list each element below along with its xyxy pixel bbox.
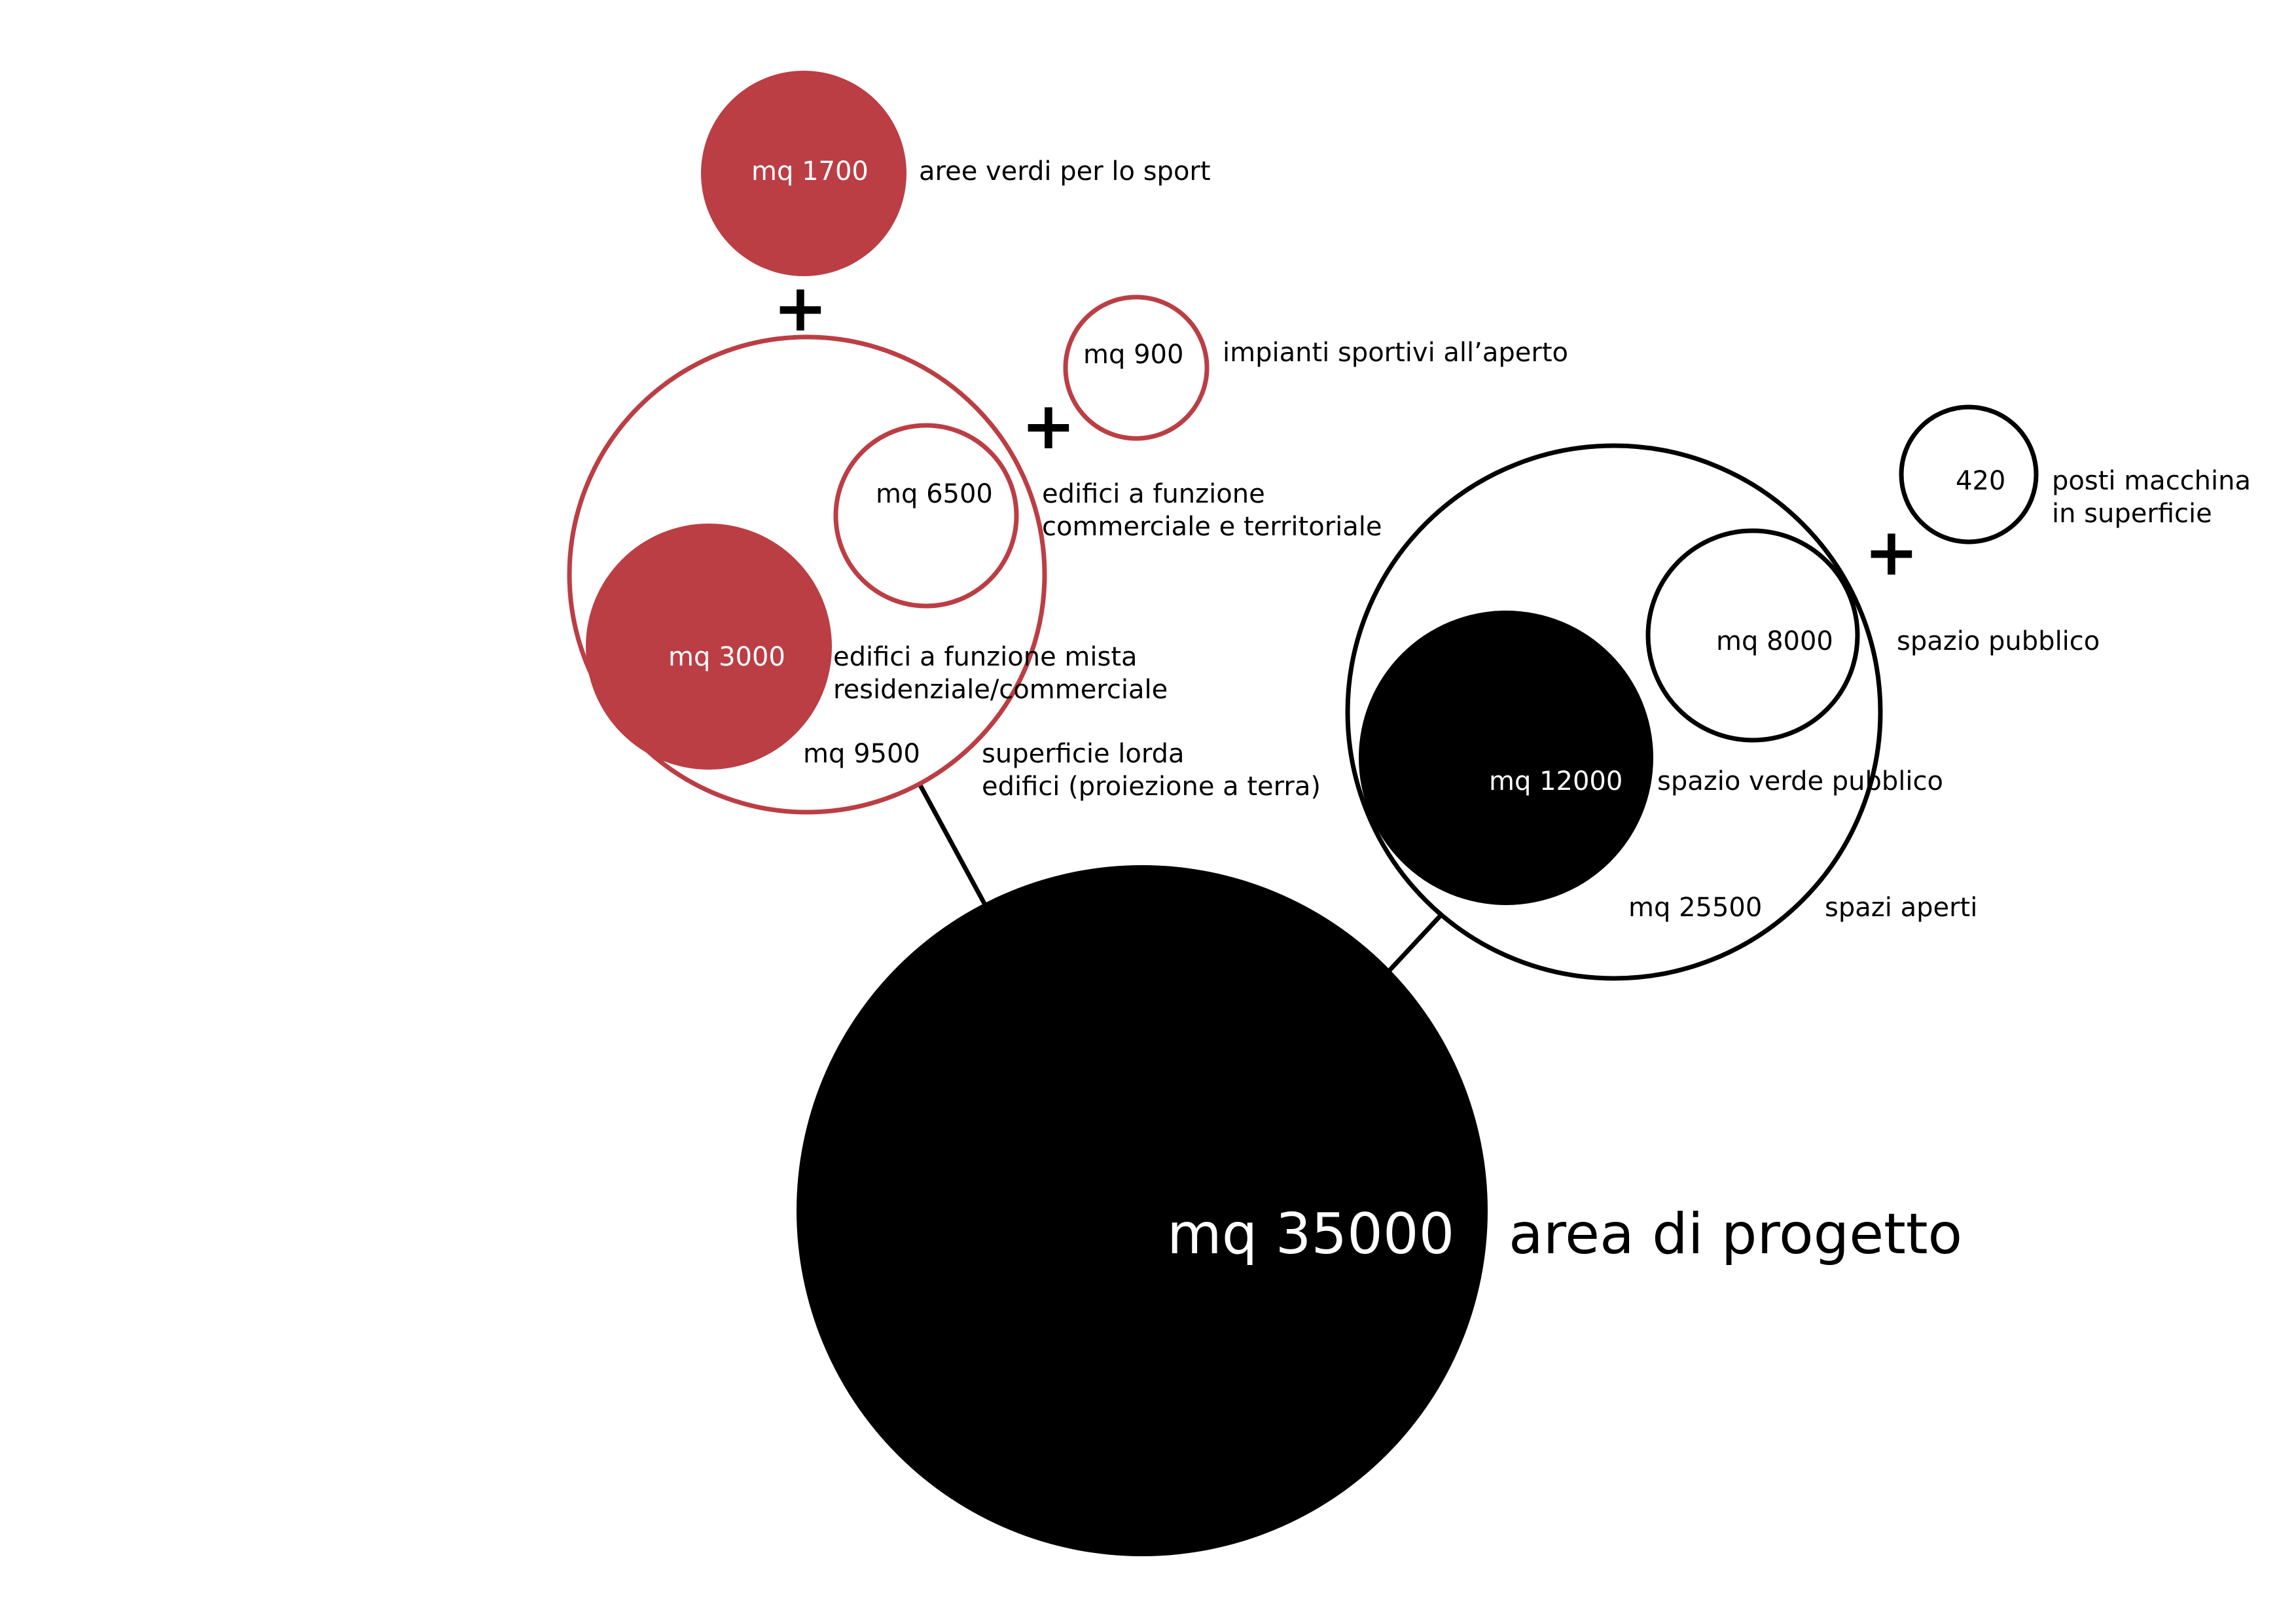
public-green-value: mq 12000 [1489, 766, 1623, 796]
circle-mixed-use [586, 524, 832, 770]
public-space-label: spazio pubblico [1897, 626, 2100, 656]
open-spaces-value: mq 25500 [1628, 893, 1762, 923]
project-area-label: area di progetto [1509, 1202, 1962, 1267]
project-area-value: mq 35000 [1167, 1202, 1454, 1267]
circle-project-area [797, 865, 1488, 1556]
sport-green-label: aree verdi per lo sport [919, 156, 1211, 187]
plus-sign-outdoor: + [1021, 387, 1076, 464]
public-space-value: mq 8000 [1716, 626, 1833, 656]
plus-sign-parking: + [1864, 514, 1919, 590]
commercial-value: mq 6500 [876, 479, 993, 509]
connector-built [917, 783, 990, 910]
plus-sign-sport: + [773, 270, 828, 346]
commercial-label-1: edifici a funzione [1042, 479, 1265, 509]
circle-sport-green [701, 71, 906, 276]
outdoor-sport-label: impianti sportivi all’aperto [1223, 338, 1568, 368]
circle-open-spaces [1345, 443, 1883, 981]
gross-built-area-label-2: edifici (proiezione a terra) [982, 772, 1321, 802]
commercial-label-2: commerciale e territoriale [1042, 512, 1382, 542]
connector-open [1386, 914, 1442, 974]
circle-public-space [1645, 528, 1860, 743]
mixed-use-value: mq 3000 [668, 642, 785, 672]
gross-built-area-label-1: superficie lorda [982, 739, 1185, 769]
parking-label-2: in superficie [2052, 499, 2212, 529]
sport-green-value: mq 1700 [751, 156, 869, 187]
circle-gross-built-area [567, 334, 1047, 815]
outdoor-sport-value: mq 900 [1083, 340, 1183, 370]
circle-commercial [833, 423, 1019, 609]
circle-parking [1899, 404, 2039, 544]
gross-built-area-value: mq 9500 [803, 739, 920, 769]
public-green-label: spazio verde pubblico [1657, 766, 1943, 796]
mixed-use-label-2: residenziale/commerciale [833, 675, 1168, 705]
circle-public-green [1359, 611, 1653, 905]
circle-outdoor-sport [1063, 294, 1210, 441]
parking-label-1: posti macchina [2052, 466, 2251, 496]
open-spaces-label: spazi aperti [1825, 893, 1977, 923]
mixed-use-label-1: edifici a funzione mista [833, 642, 1138, 672]
parking-value: 420 [1956, 466, 2005, 496]
